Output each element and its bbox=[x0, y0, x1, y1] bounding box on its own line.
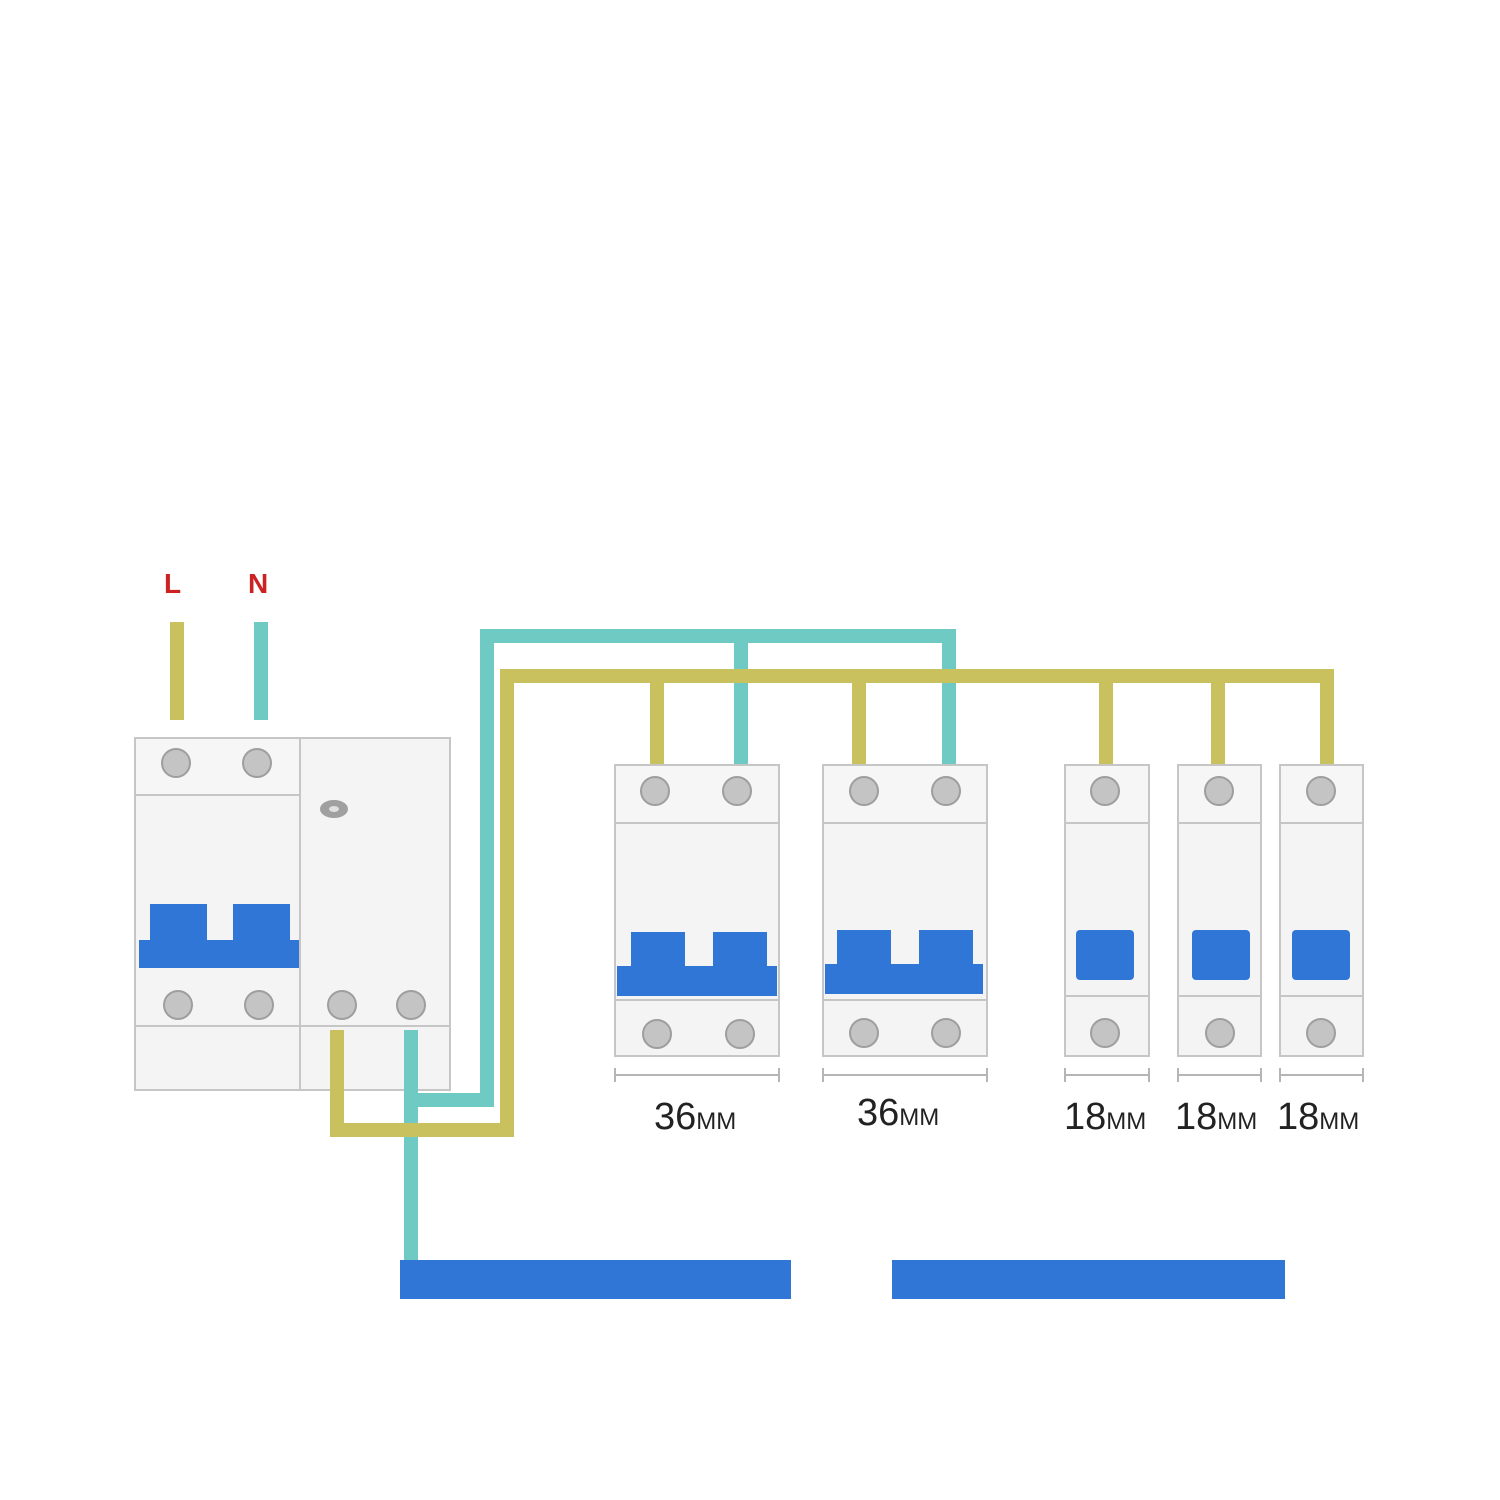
breaker-module-1-lever bbox=[631, 932, 685, 972]
main-input-screw-neutral bbox=[242, 748, 272, 778]
din-rail-right bbox=[892, 1260, 1285, 1299]
breaker-module-3-lever bbox=[1076, 930, 1134, 980]
neutral-distribution-wire bbox=[404, 629, 956, 1107]
breaker-module-2-lever bbox=[837, 930, 891, 970]
main-output-screw-neutral bbox=[396, 990, 426, 1020]
module-1-width-label: 36MM bbox=[654, 1096, 736, 1138]
din-rail-left bbox=[400, 1260, 791, 1299]
breaker-module-5 bbox=[1279, 764, 1364, 1057]
breaker-module-4-lever bbox=[1192, 930, 1250, 980]
breaker-module-3 bbox=[1064, 764, 1150, 1057]
breaker-module-4 bbox=[1177, 764, 1262, 1057]
main-input-screw-live bbox=[161, 748, 191, 778]
module-4-width-label: 18MM bbox=[1175, 1096, 1257, 1138]
main-switch-rcd bbox=[134, 737, 451, 1091]
main-output-screw-live bbox=[327, 990, 357, 1020]
dimension-lines bbox=[614, 1068, 1364, 1082]
module-3-width-label: 18MM bbox=[1064, 1096, 1146, 1138]
main-breaker-lever bbox=[150, 904, 207, 946]
supply-live-label: L bbox=[164, 568, 181, 599]
module-5-width-label: 18MM bbox=[1277, 1096, 1359, 1138]
module-2-width-label: 36MM bbox=[857, 1092, 939, 1134]
breaker-module-1 bbox=[614, 764, 780, 1057]
breaker-module-5-lever bbox=[1292, 930, 1350, 980]
live-distribution-wire bbox=[330, 669, 1334, 1137]
breaker-module-2 bbox=[822, 764, 988, 1057]
supply-neutral-label: N bbox=[248, 568, 268, 599]
